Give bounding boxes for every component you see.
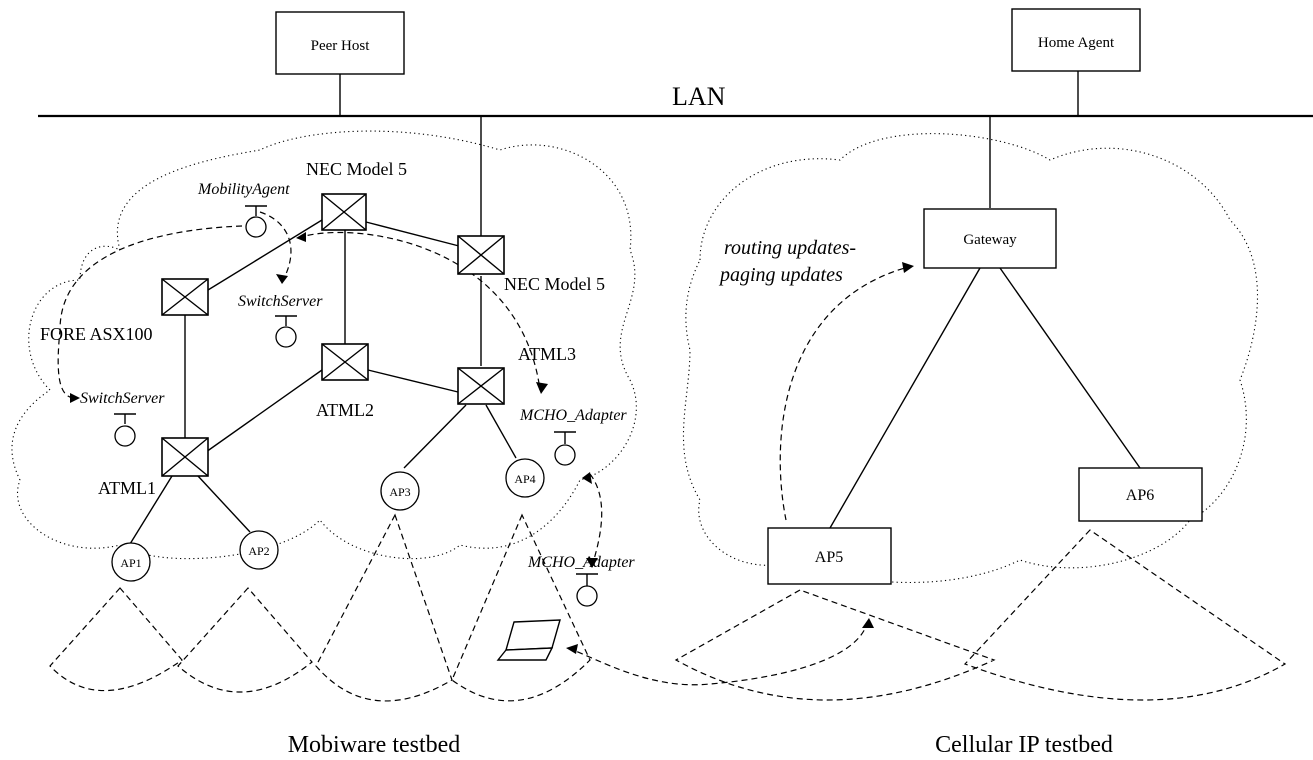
atm-switch-atml1 [161,437,209,477]
arrowhead-laptop [566,644,578,654]
link-gateway-ap5 [829,267,981,529]
atm-switch-fore [161,278,209,316]
mobility-agent-label: MobilityAgent [197,181,290,198]
coverage-cell-ap5 [674,589,996,701]
mobility-agent-to-fore-path [57,225,243,399]
peer-host-box [275,11,405,75]
ap5-label: AP5 [815,549,843,566]
gateway-box [923,208,1057,269]
mcho-to-mcho-path [589,473,603,567]
agent-mcho-lower [576,573,598,607]
agent-mobility-agent [245,205,267,238]
paging-updates-label: paging updates [718,264,843,286]
access-point-ap2: AP2 [239,530,279,570]
peer-host-label: Peer Host [311,38,371,54]
link-atml2-atml3 [367,369,459,393]
ap4-label: AP4 [514,472,535,486]
access-point-ap1: AP1 [111,542,151,582]
agent-switch-server-center [275,315,297,348]
home-agent-box [1011,8,1141,72]
ap3-label: AP3 [389,485,410,499]
switch-server-center-label: SwitchServer [238,293,323,310]
arrowheads [70,232,914,654]
agent-icon [554,444,576,466]
ap2-label: AP2 [248,544,269,558]
routing-updates-label: routing updates- [724,237,856,259]
agent-icon [275,326,297,348]
link-atml1-atml2 [205,369,323,453]
ap5-routing-updates-path [779,265,913,521]
arrowhead-switch-server [276,274,288,284]
laptop-icon [496,619,561,661]
arrowhead-mcho-return [582,472,592,484]
link-atml1-ap1 [129,475,173,545]
signalling-paths [57,211,913,686]
gateway-label: Gateway [963,232,1017,248]
mobiware-caption: Mobiware testbed [288,732,461,758]
arrowhead-ap5 [862,618,874,628]
link-gateway-ap6 [999,267,1141,469]
access-point-ap3: AP3 [380,471,420,511]
mcho-adapter-upper-label: MCHO_Adapter [519,407,627,424]
access-point-ap4: AP4 [505,458,545,498]
coverage-cell-ap2 [177,587,313,693]
coverage-cell-ap3 [315,513,453,702]
cellular-ip-links [829,116,1141,529]
lan-label: LAN [672,82,726,111]
ap5-box [767,527,892,585]
atml1-label: ATML1 [98,478,156,498]
arrowhead-gateway [902,262,914,273]
coverage-cell-ap6 [963,529,1287,701]
agent-switch-server-left [114,413,136,447]
nec-right-label: NEC Model 5 [504,274,605,294]
ap6-box [1078,467,1203,522]
agent-icon [114,425,136,447]
atm-switch-nec-right [457,235,505,275]
cellular-ip-caption: Cellular IP testbed [935,732,1113,758]
atm-switch-nec-top [321,193,367,231]
link-atml1-ap2 [197,475,251,533]
atm-switch-atml2 [321,343,369,381]
ap6-label: AP6 [1126,487,1154,504]
arrowhead-nec-top [296,232,306,242]
ap1-label: AP1 [120,556,141,570]
agent-icon [576,585,598,607]
arrowhead-fore [70,393,80,403]
link-atml3-ap3 [403,404,467,469]
arrowhead-mcho-lower [586,558,598,568]
home-agent-label: Home Agent [1038,35,1115,51]
nec-top-to-mcho-path [297,231,541,391]
link-nec-top-fore [207,219,323,291]
laptop-to-ap5-path [567,619,869,686]
atm-switch-atml3 [457,367,505,405]
coverage-cell-ap1 [49,587,183,692]
nec-top-to-switch-server-path [259,211,292,283]
fore-label: FORE ASX100 [40,324,153,344]
switch-server-left-label: SwitchServer [80,390,165,407]
agent-mcho-upper [554,431,576,466]
coverage-cells [49,513,1287,702]
mcho-adapter-lower-label: MCHO_Adapter [527,554,635,571]
nec-top-label: NEC Model 5 [306,159,407,179]
coverage-cell-ap4 [451,513,591,702]
arrowhead-mcho-upper [536,382,548,394]
link-atml3-ap4 [485,404,517,459]
atml2-label: ATML2 [316,400,374,420]
mobiware-links [129,116,517,545]
atml3-label: ATML3 [518,344,576,364]
agent-icon [245,216,267,238]
link-nec-top-nec-right [365,221,460,247]
